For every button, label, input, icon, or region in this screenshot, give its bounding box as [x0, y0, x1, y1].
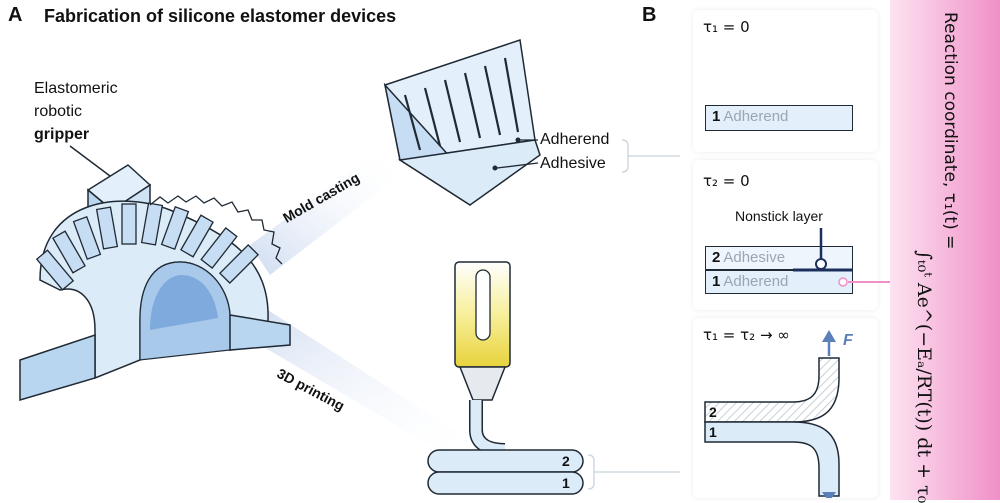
panel-a-letter: A: [8, 4, 23, 26]
nonstick-label: Nonstick layer: [735, 208, 823, 224]
state2-layer1-name: Adherend: [723, 273, 789, 290]
mold-label-adhesive: Adhesive: [540, 155, 606, 172]
state2-layer2-num: 2: [712, 249, 721, 266]
printed-layers: [427, 449, 584, 495]
force-label: F: [843, 332, 853, 349]
state3-condition: τ₁ = τ₂ → ∞: [703, 326, 790, 344]
print-beam: [235, 305, 470, 460]
mold-beam: [250, 150, 400, 275]
state2-layer2-name: Adhesive: [723, 249, 786, 266]
state1-condition: τ₁ = 0: [703, 18, 750, 36]
gripper-label-line3: gripper: [34, 126, 90, 143]
state-card-3: τ₁ = τ₂ → ∞ F 2 1: [693, 318, 878, 498]
mold-label-adherend: Adherend: [540, 131, 610, 148]
mold-block: [383, 39, 541, 207]
peel-graphic: [704, 330, 840, 498]
panel-a-title: Fabrication of silicone elastomer device…: [44, 6, 397, 26]
reaction-coordinate-label: Reaction coordinate, τ₁(t) =: [940, 12, 960, 250]
state2-layer1-num: 1: [712, 273, 721, 290]
print-layer-1-label: 1: [562, 475, 570, 491]
print-layer-2-label: 2: [562, 453, 570, 469]
gripper-label-line2: robotic: [34, 103, 83, 120]
state2-condition: τ₂ = 0: [703, 172, 750, 190]
gripper: [19, 164, 291, 402]
reaction-connector: [848, 281, 892, 283]
state1-layer-num: 1: [712, 108, 721, 125]
gripper-label-line1: Elastomeric: [34, 80, 118, 97]
nonstick-layer-graphic: [793, 228, 853, 287]
panel-b-letter: B: [642, 4, 657, 26]
fabrication-illustration: [19, 39, 680, 495]
state3-layer2-num: 2: [709, 404, 717, 420]
state3-layer1-num: 1: [709, 424, 717, 440]
reaction-coordinate-band: [890, 0, 1000, 500]
reaction-formula: ∫ₜ₀ᵗ Ae^(−Eₐ/RT(t)) dt + τ₀: [913, 250, 935, 503]
state1-layer-name: Adherend: [723, 108, 789, 125]
print-nozzle: [454, 261, 511, 457]
